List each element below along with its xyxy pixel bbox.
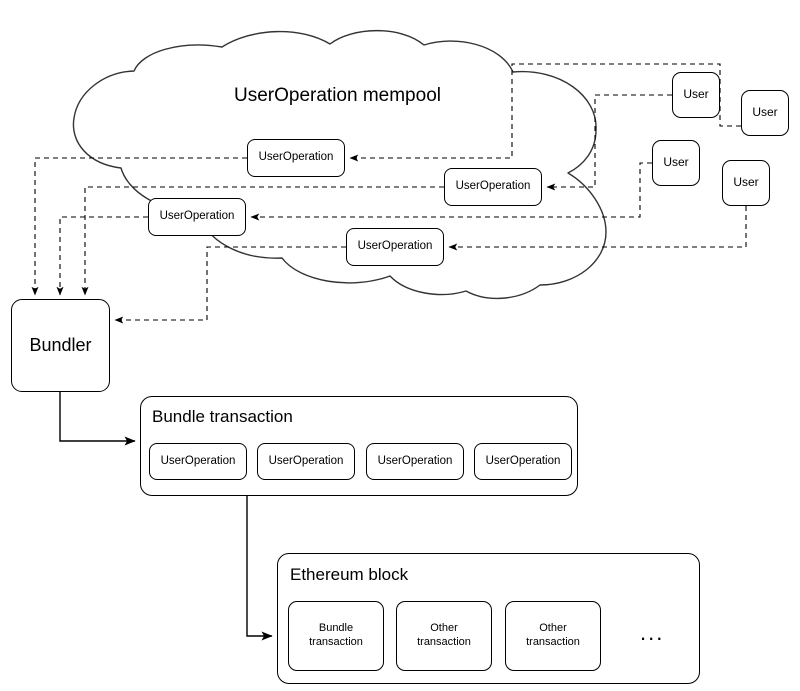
- block-transaction-1-line2: transaction: [309, 636, 363, 648]
- block-transaction-2-line1: Other: [430, 622, 458, 635]
- wire-user4-to-userop4: [448, 206, 747, 251]
- mempool-userop-2[interactable]: UserOperation: [444, 168, 542, 206]
- block-transaction-2-line2: transaction: [417, 636, 471, 648]
- block-transaction-1-line1: Bundle: [318, 622, 354, 635]
- mempool-userop-3[interactable]: UserOperation: [148, 198, 246, 236]
- wire-bundle-transaction-to-block: [246, 496, 273, 641]
- user-node-1[interactable]: User: [672, 72, 720, 118]
- bundle-transaction-title: Bundle transaction: [152, 407, 293, 426]
- ethereum-block-title: Ethereum block: [290, 565, 409, 584]
- user-node-4[interactable]: User: [722, 160, 770, 206]
- block-transaction-3-line2: transaction: [526, 636, 580, 648]
- wire-userop4-to-bundler: [114, 246, 346, 324]
- bundler-node[interactable]: Bundler: [11, 299, 110, 392]
- bundle-userop-4[interactable]: UserOperation: [474, 443, 572, 480]
- mempool-userop-1[interactable]: UserOperation: [247, 139, 345, 177]
- bundle-userop-3[interactable]: UserOperation: [366, 443, 464, 480]
- block-transaction-3[interactable]: Other transaction: [505, 601, 601, 671]
- user-node-2[interactable]: User: [741, 90, 789, 136]
- mempool-userop-4[interactable]: UserOperation: [346, 228, 444, 266]
- wire-userop3-to-bundler: [56, 216, 148, 296]
- block-transaction-2[interactable]: Other transaction: [396, 601, 492, 671]
- block-transaction-1[interactable]: Bundle transaction: [288, 601, 384, 671]
- bundle-userop-1[interactable]: UserOperation: [149, 443, 247, 480]
- bundle-userop-2[interactable]: UserOperation: [257, 443, 355, 480]
- block-transactions-ellipsis: ...: [640, 620, 665, 645]
- block-transaction-3-line1: Other: [539, 622, 567, 635]
- mempool-title: UserOperation mempool: [234, 85, 441, 106]
- user-node-3[interactable]: User: [652, 140, 700, 186]
- wire-bundler-to-bundle-transaction: [59, 392, 136, 446]
